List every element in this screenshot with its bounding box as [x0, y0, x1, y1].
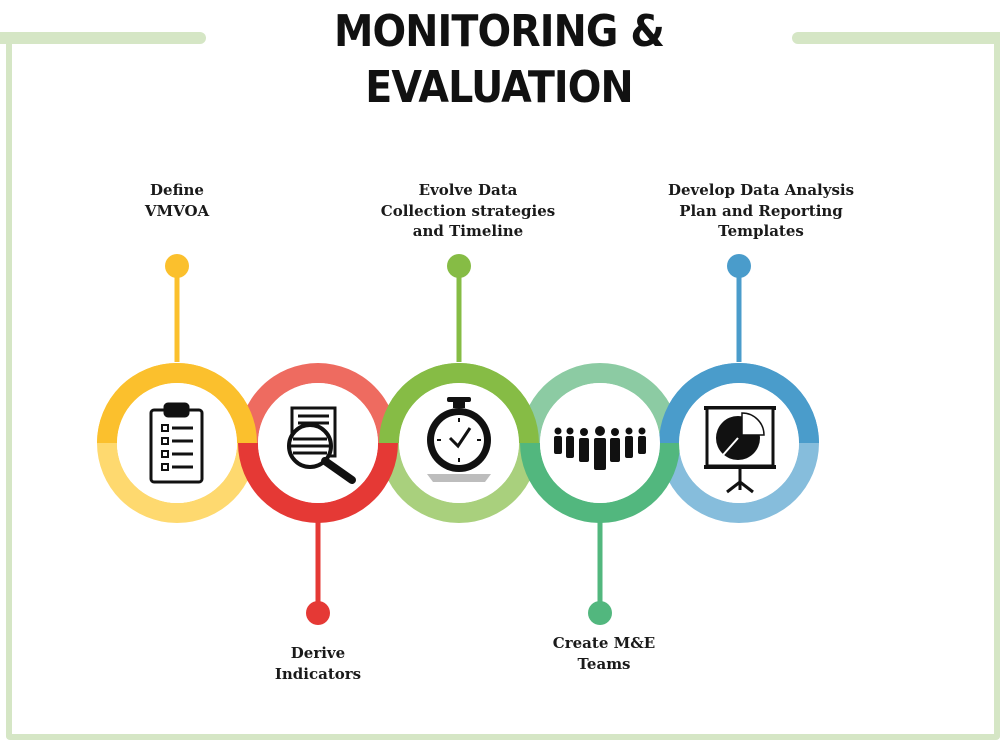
step-5-label: Develop Data Analysis Plan and Reporting… [651, 180, 871, 242]
presentation-pie-chart-icon [704, 406, 776, 494]
step-2-connector [306, 520, 330, 625]
step-3-label-line3: and Timeline [412, 222, 524, 240]
frame-top-right-bar [792, 32, 1000, 44]
step-2-label: Derive Indicators [208, 643, 428, 684]
step-1-ring-top [97, 363, 257, 443]
clipboard-checklist-icon [149, 402, 204, 484]
step-2-label-line2: Indicators [274, 664, 362, 683]
step-3-connector [447, 254, 471, 362]
step-4-ring [520, 363, 680, 523]
step-4-connector [588, 520, 612, 625]
step-5-label-line3: Templates [718, 222, 804, 240]
frame-top-left-bar [0, 32, 206, 44]
step-3-label-line1: Evolve Data [418, 181, 518, 199]
step-4-label-line2: Teams [577, 654, 631, 673]
step-5-label-line1: Develop Data Analysis [667, 181, 855, 199]
step-3-ring-top [379, 363, 539, 443]
step-3-label: Evolve Data Collection strategies and Ti… [358, 180, 578, 242]
step-2-ring [238, 363, 398, 523]
content-frame [6, 38, 1000, 740]
team-people-icon [554, 426, 646, 470]
document-magnifier-icon [287, 406, 356, 484]
step-3-label-line2: Collection strategies [380, 201, 556, 220]
stopwatch-icon [427, 397, 491, 482]
step-5-connector [727, 254, 751, 362]
page-title: MONITORING & EVALUATION [333, 6, 665, 113]
step-2-label-line1: Derive [290, 644, 346, 662]
step-5-label-line2: Plan and Reporting [679, 201, 843, 220]
step-4-label: Create M&E Teams [494, 633, 714, 674]
step-1-connector [165, 254, 189, 362]
step-1-label: Define VMVOA [67, 180, 287, 221]
step-1-label-line2: VMVOA [144, 201, 210, 220]
step-5-ring-top [659, 363, 819, 443]
step-1-label-line1: Define [150, 181, 204, 199]
step-4-label-line1: Create M&E [552, 634, 656, 652]
